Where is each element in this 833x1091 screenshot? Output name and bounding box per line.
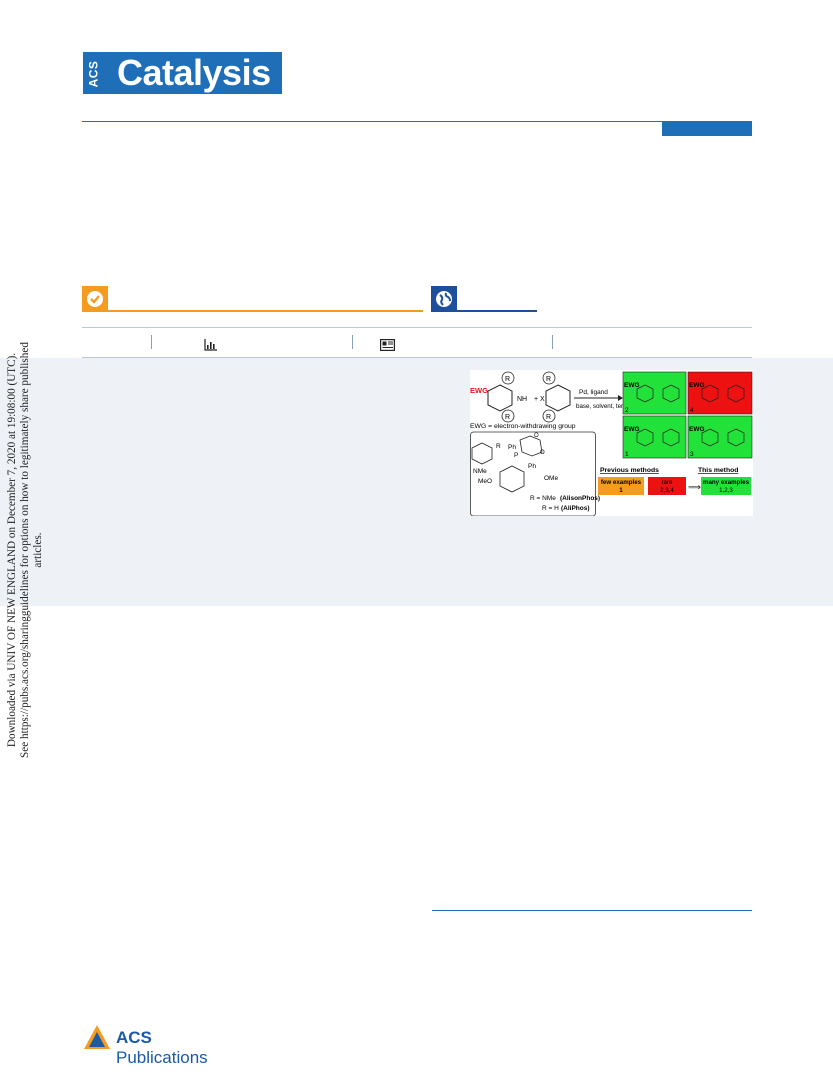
toc-cell-num: 3 [690, 451, 694, 458]
svg-text:(AlisonPhos): (AlisonPhos) [560, 495, 600, 502]
toc-r1: R [505, 376, 510, 383]
svg-text:EWG: EWG [624, 382, 640, 389]
toc-cell-num: 1 [625, 451, 629, 458]
svg-text:R = NMe: R = NMe [530, 495, 556, 502]
logo-acs-mark: ACS [83, 52, 113, 94]
toc-ewg-label: EWG [470, 386, 488, 395]
cite-bar [108, 310, 423, 312]
toc-nh2: NH [517, 396, 527, 403]
toc-cell-num: 2 [625, 407, 629, 414]
svg-text:rare: rare [661, 479, 673, 486]
svg-text:(AliPhos): (AliPhos) [561, 505, 590, 512]
metrics-separator [151, 335, 152, 349]
download-notice-line1: Downloaded via UNIV OF NEW ENGLAND on De… [6, 352, 18, 748]
open-access-bar [457, 310, 537, 312]
svg-text:O: O [534, 433, 539, 439]
svg-text:EWG: EWG [689, 382, 705, 389]
toc-ewg-definition: EWG = electron-withdrawing group [470, 423, 576, 430]
toc-r2: R [505, 414, 510, 421]
svg-text:MeO: MeO [478, 478, 492, 485]
download-notice-line2[interactable]: See https://pubs.acs.org/sharingguidelin… [19, 342, 44, 758]
metrics-separator [352, 335, 353, 349]
publisher-logo: ACS Publications [82, 1023, 242, 1067]
download-notice: Downloaded via UNIV OF NEW ENGLAND on De… [0, 330, 44, 770]
footnote-rule [432, 910, 752, 911]
metrics-rule-bottom [82, 357, 752, 358]
header-rule [82, 121, 752, 122]
publisher-emblem-icon [84, 1025, 110, 1049]
svg-text:R = H: R = H [542, 505, 559, 512]
svg-text:O: O [540, 450, 545, 456]
svg-text:2,3,4: 2,3,4 [660, 487, 674, 494]
svg-text:NMe: NMe [473, 468, 487, 475]
svg-text:1: 1 [619, 487, 623, 494]
svg-text:⟹: ⟹ [688, 482, 701, 492]
svg-text:R: R [546, 414, 551, 421]
svg-text:R: R [546, 376, 551, 383]
globe-icon[interactable] [431, 286, 457, 312]
svg-text:EWG: EWG [624, 426, 640, 433]
metrics-rule-top [82, 327, 752, 328]
toc-conditions-bottom: base, solvent, temp [576, 403, 630, 410]
toc-conditions-top: Pd, ligand [579, 389, 608, 396]
toc-previous-methods: Previous methods [600, 467, 659, 474]
svg-text:many examples: many examples [703, 479, 750, 486]
checkmark-icon[interactable] [82, 286, 108, 312]
svg-text:EWG: EWG [689, 426, 705, 433]
svg-text:R: R [496, 443, 501, 450]
svg-text:OMe: OMe [544, 475, 558, 482]
toc-cell-num: 4 [690, 407, 694, 414]
svg-text:P: P [514, 452, 518, 459]
article-type-tag [662, 122, 752, 136]
metrics-separator [552, 335, 553, 349]
toc-plus-x: + X [534, 396, 545, 403]
svg-text:1,2,3: 1,2,3 [719, 487, 733, 494]
toc-graphic: R R EWG NH + X R R Pd, ligand base, solv… [470, 370, 753, 517]
svg-text:few examples: few examples [601, 479, 642, 486]
svg-text:Ph: Ph [508, 444, 516, 451]
svg-text:Ph: Ph [528, 463, 536, 470]
toc-this-method: This method [698, 467, 738, 474]
journal-logo: ACS Catalysis [83, 52, 282, 94]
recommended-articles-icon[interactable] [380, 338, 396, 352]
logo-journal-name: Catalysis [113, 52, 282, 94]
metrics-chart-icon[interactable] [204, 338, 218, 351]
